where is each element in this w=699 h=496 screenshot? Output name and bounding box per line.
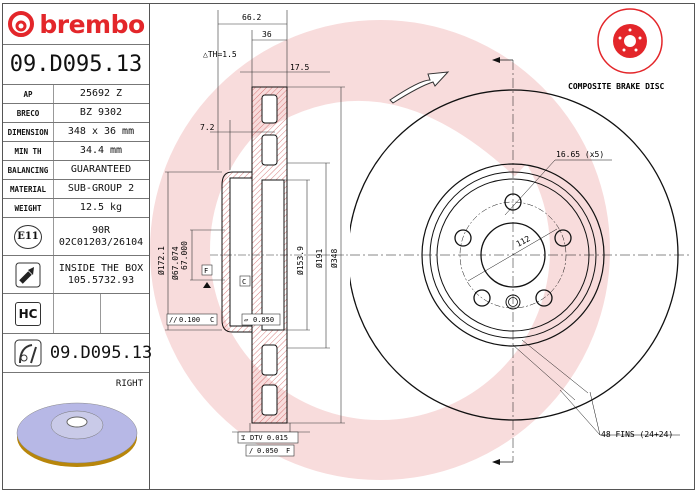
brand-logo: brembo <box>39 9 145 39</box>
rotation-arrow-icon <box>389 71 450 104</box>
drawing-frame <box>2 3 695 490</box>
dtv-tol: DTV 0.015 <box>250 434 288 442</box>
spec-label: BRECO <box>3 104 54 122</box>
brand-row: brembo <box>3 4 149 45</box>
dim-d172: Ø172.1 <box>156 246 166 275</box>
spec-row-breco: BRECO BZ 9302 <box>3 104 149 123</box>
spec-row-balancing: BALANCING GUARANTEED <box>3 161 149 180</box>
hc-row: HC <box>3 294 149 334</box>
dim-d67-max: Ø67.074 <box>170 246 180 280</box>
part-number-row: 09.D095.13 <box>3 45 149 85</box>
approval-line1: 90R <box>91 224 111 236</box>
spec-label: DIMENSION <box>3 123 54 141</box>
datum-c: C <box>242 278 246 286</box>
part-number-repeat: 09.D095.13 <box>49 343 153 363</box>
svg-text:▱: ▱ <box>244 316 249 324</box>
e11-badge: E11 <box>14 224 42 249</box>
dim-overall-width: 66.2 <box>242 13 261 22</box>
dim-d348: Ø348 <box>329 249 339 268</box>
pcd-label: 112 <box>515 234 532 249</box>
product-image-row: RIGHT <box>3 373 149 489</box>
spec-label: WEIGHT <box>3 199 54 217</box>
composite-disc-icon <box>597 8 663 74</box>
dim-hat-offset: 7.2 <box>200 123 215 132</box>
front-view: 16.65 (x5) 112 48 FINS (24+24) COMPOSITE… <box>350 8 690 465</box>
spec-value: SUB-GROUP 2 <box>67 183 135 194</box>
side-label: RIGHT <box>115 379 143 389</box>
dim-d153: Ø153.9 <box>295 246 305 275</box>
spec-value: 25692 Z <box>79 88 123 99</box>
brembo-logo-icon <box>8 11 35 37</box>
screws-line1: INSIDE THE BOX <box>58 262 144 274</box>
dim-d191: Ø191 <box>314 249 324 268</box>
hc-icon: HC <box>3 294 54 333</box>
section-view: 66.2 36 △TH=1.5 17.5 7.2 Ø172.1 Ø67.074 … <box>156 10 350 457</box>
runout-ref: F <box>286 447 290 455</box>
svg-text://: // <box>169 316 177 324</box>
spec-value: 12.5 kg <box>79 202 123 213</box>
hc-empty-cell <box>53 294 101 333</box>
spec-label: BALANCING <box>3 161 54 179</box>
spec-row-min-th: MIN TH 34.4 mm <box>3 142 149 161</box>
dim-d67-min: 67.000 <box>180 241 189 270</box>
svg-text:⌶: ⌶ <box>241 434 245 442</box>
spec-value: GUARANTEED <box>70 164 132 175</box>
flat-tol: 0.050 <box>253 316 274 324</box>
spec-value: 34.4 mm <box>79 145 123 156</box>
bolt-hole-label: 16.65 (x5) <box>556 150 604 159</box>
spec-row-material: MATERIAL SUB-GROUP 2 <box>3 180 149 199</box>
spec-label: MIN TH <box>3 142 54 160</box>
parallel-ref: C <box>210 316 214 324</box>
spec-row-ap: AP 25692 Z <box>3 85 149 104</box>
fins-label: 48 FINS (24+24) <box>601 430 673 439</box>
dtv-frame: ⌶ DTV 0.015 <box>237 431 299 444</box>
svg-text:/: / <box>249 447 253 455</box>
screw-icon <box>3 256 54 293</box>
flatness-frame: ▱ 0.050 <box>241 313 281 326</box>
part-number: 09.D095.13 <box>9 52 143 77</box>
part-number-repeat-row: 09.D095.13 <box>3 334 153 373</box>
dim-delta-th: △TH=1.5 <box>203 50 237 59</box>
spec-label: AP <box>3 85 54 103</box>
approval-code: 02C01203/26104 <box>58 236 144 248</box>
screws-code: 105.5732.93 <box>67 274 135 286</box>
dim-offset: 17.5 <box>290 63 309 72</box>
datum-f: F <box>204 267 208 275</box>
spec-panel: brembo 09.D095.13 AP 25692 Z BRECO BZ 9302… <box>3 4 153 489</box>
spec-row-weight: WEIGHT 12.5 kg <box>3 199 149 218</box>
spec-label: MATERIAL <box>3 180 54 198</box>
runout-frame: / 0.050 F <box>245 444 295 457</box>
spec-value: 348 x 36 mm <box>67 126 135 137</box>
hc-badge: HC <box>15 301 41 326</box>
runout-tol: 0.050 <box>257 447 278 455</box>
wheel-fit-icon <box>3 334 53 372</box>
spec-value: BZ 9302 <box>79 107 123 118</box>
spec-row-dimension: DIMENSION 348 x 36 mm <box>3 123 149 142</box>
bolt-holes <box>454 193 572 307</box>
parallelism-frame: // 0.100 C <box>166 313 218 326</box>
e11-icon: E11 <box>3 218 54 255</box>
composite-disc-label: COMPOSITE BRAKE DISC <box>568 82 665 91</box>
parallel-tol: 0.100 <box>179 316 200 324</box>
disc-3d-image <box>16 402 138 467</box>
dim-thickness: 36 <box>262 30 272 39</box>
